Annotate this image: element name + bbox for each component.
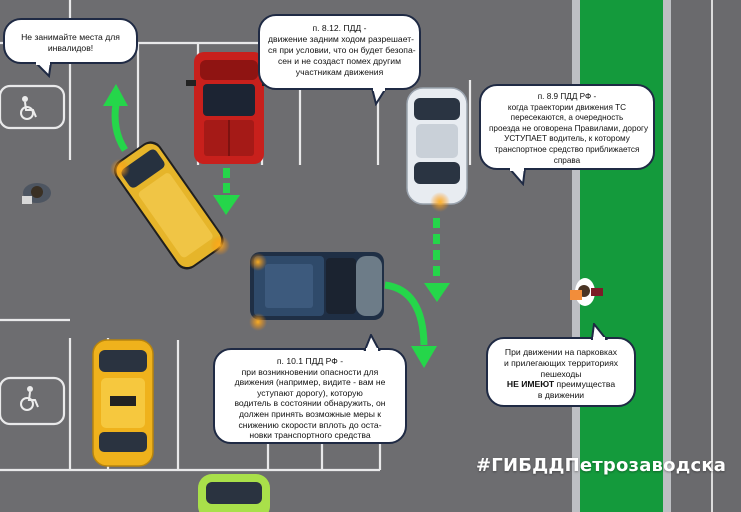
bubble-tail bbox=[363, 334, 381, 352]
bubble-text-line: в движении bbox=[537, 390, 585, 401]
bubble-text-line: При движении на парковках bbox=[504, 347, 618, 357]
bubble-text-line: при возникновении опасности для bbox=[241, 366, 379, 377]
bubble-tail bbox=[33, 62, 53, 78]
wheelchair-icon bbox=[20, 386, 39, 411]
bubble-text-line: движения (например, видите - вам не bbox=[234, 377, 386, 388]
lime-car bbox=[198, 474, 270, 512]
blue-pickup-truck bbox=[249, 252, 384, 331]
bubble-disabled-spot: Не занимайте места для инвалидов! bbox=[3, 18, 138, 78]
bubble-text-line: п. 8.9 ПДД РФ - bbox=[537, 92, 597, 101]
bubble-text-line: сен и не создаст помех другим bbox=[277, 56, 401, 66]
bold-text: НЕ ИМЕЮТ bbox=[506, 379, 555, 390]
grass-strip bbox=[572, 0, 741, 512]
bubble-crossing-rule: п. 8.9 ПДД РФ - когда траектории движени… bbox=[479, 84, 655, 186]
bubble-text-line: ся при условии, что он будет безопа- bbox=[268, 45, 416, 55]
bubble-danger-rule: п. 10.1 ПДД РФ - при возникновении опасн… bbox=[213, 334, 407, 444]
bubble-text-line: пересекаются, а очередность bbox=[510, 113, 624, 123]
bubble-text-line: когда траектории движения ТС bbox=[507, 102, 627, 112]
yellow-van bbox=[109, 141, 230, 270]
bubble-text-line: Не занимайте места для bbox=[21, 32, 120, 42]
bubble-pedestrian-rule: При движении на парковках и прилегающих … bbox=[486, 323, 636, 407]
bubble-text-line: УСТУПАЕТ водитель, к которому bbox=[504, 134, 630, 144]
green-arrow-reverse bbox=[213, 168, 240, 215]
bubble-text-line: п. 8.12. ПДД - bbox=[312, 23, 367, 33]
bubble-text-line: справа bbox=[553, 155, 581, 165]
bubble-text-line: водитель в состоянии обнаружить, он bbox=[234, 398, 386, 409]
bubble-text-line: уступают дорогу), которую bbox=[257, 387, 363, 398]
bubble-tail bbox=[507, 168, 527, 186]
bubble-text-line: снижению скорости вплоть до оста- bbox=[238, 419, 382, 430]
pedestrian-right bbox=[570, 278, 603, 306]
bubble-text-line: инвалидов! bbox=[47, 43, 94, 53]
yellow-taxi bbox=[92, 339, 154, 467]
white-car bbox=[406, 87, 468, 212]
green-arrow-left-turn bbox=[103, 84, 128, 152]
bubble-reverse-rule: п. 8.12. ПДД - движение задним ходом раз… bbox=[258, 14, 421, 106]
bubble-text-line: должен принять возможные меры к bbox=[238, 408, 382, 419]
green-arrow-white-car bbox=[424, 218, 450, 302]
bubble-text-line: проезда не оговорена Правилами, дорогу bbox=[489, 123, 649, 133]
bubble-tail bbox=[590, 323, 609, 341]
pedestrian-left bbox=[22, 183, 51, 204]
hashtag-caption: #ГИБДДПетрозаводска bbox=[476, 455, 727, 476]
bubble-text-line: п. 10.1 ПДД РФ - bbox=[276, 356, 344, 366]
green-arrow-right-turn bbox=[384, 281, 437, 368]
bubble-text-line: и прилегающих территориях bbox=[503, 357, 619, 368]
bubble-text-line: движение задним ходом разрешает- bbox=[268, 34, 415, 44]
red-pickup-truck bbox=[186, 52, 272, 164]
bubble-text-part: преимущества bbox=[554, 379, 616, 390]
bubble-text-line: НЕ ИМЕЮТ преимущества bbox=[496, 379, 626, 390]
wheelchair-icon bbox=[20, 96, 37, 120]
bubble-tail bbox=[370, 88, 388, 106]
bubble-text-line: пешеходы bbox=[540, 368, 582, 379]
bubble-text-line: участникам движения bbox=[295, 67, 384, 77]
bubble-text-line: новки транспортного средства bbox=[249, 430, 371, 441]
bubble-text-line: транспортное средство приближается bbox=[494, 144, 640, 154]
